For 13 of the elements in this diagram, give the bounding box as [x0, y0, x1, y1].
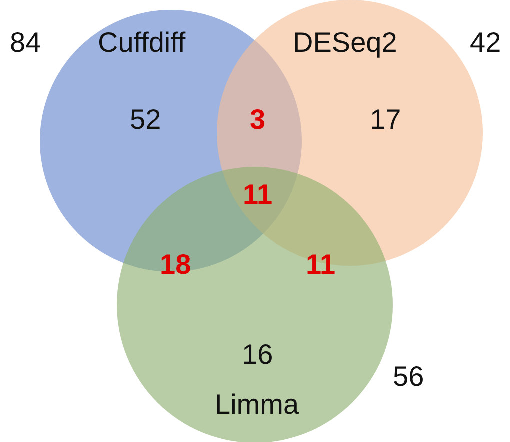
overlap-count: 11: [243, 180, 273, 210]
set-total: 84: [10, 28, 42, 58]
region-count: 52: [130, 105, 162, 135]
set-total: 56: [393, 362, 424, 392]
region-count: 17: [370, 105, 402, 135]
overlap-count: 3: [250, 105, 266, 135]
set-label: Limma: [215, 390, 300, 420]
set-label: Cuffdiff: [98, 28, 186, 58]
set-total: 42: [470, 28, 502, 58]
overlap-count: 18: [160, 250, 192, 280]
region-count: 16: [242, 340, 274, 370]
overlap-count: 11: [306, 250, 336, 280]
set-label: DESeq2: [293, 28, 398, 58]
